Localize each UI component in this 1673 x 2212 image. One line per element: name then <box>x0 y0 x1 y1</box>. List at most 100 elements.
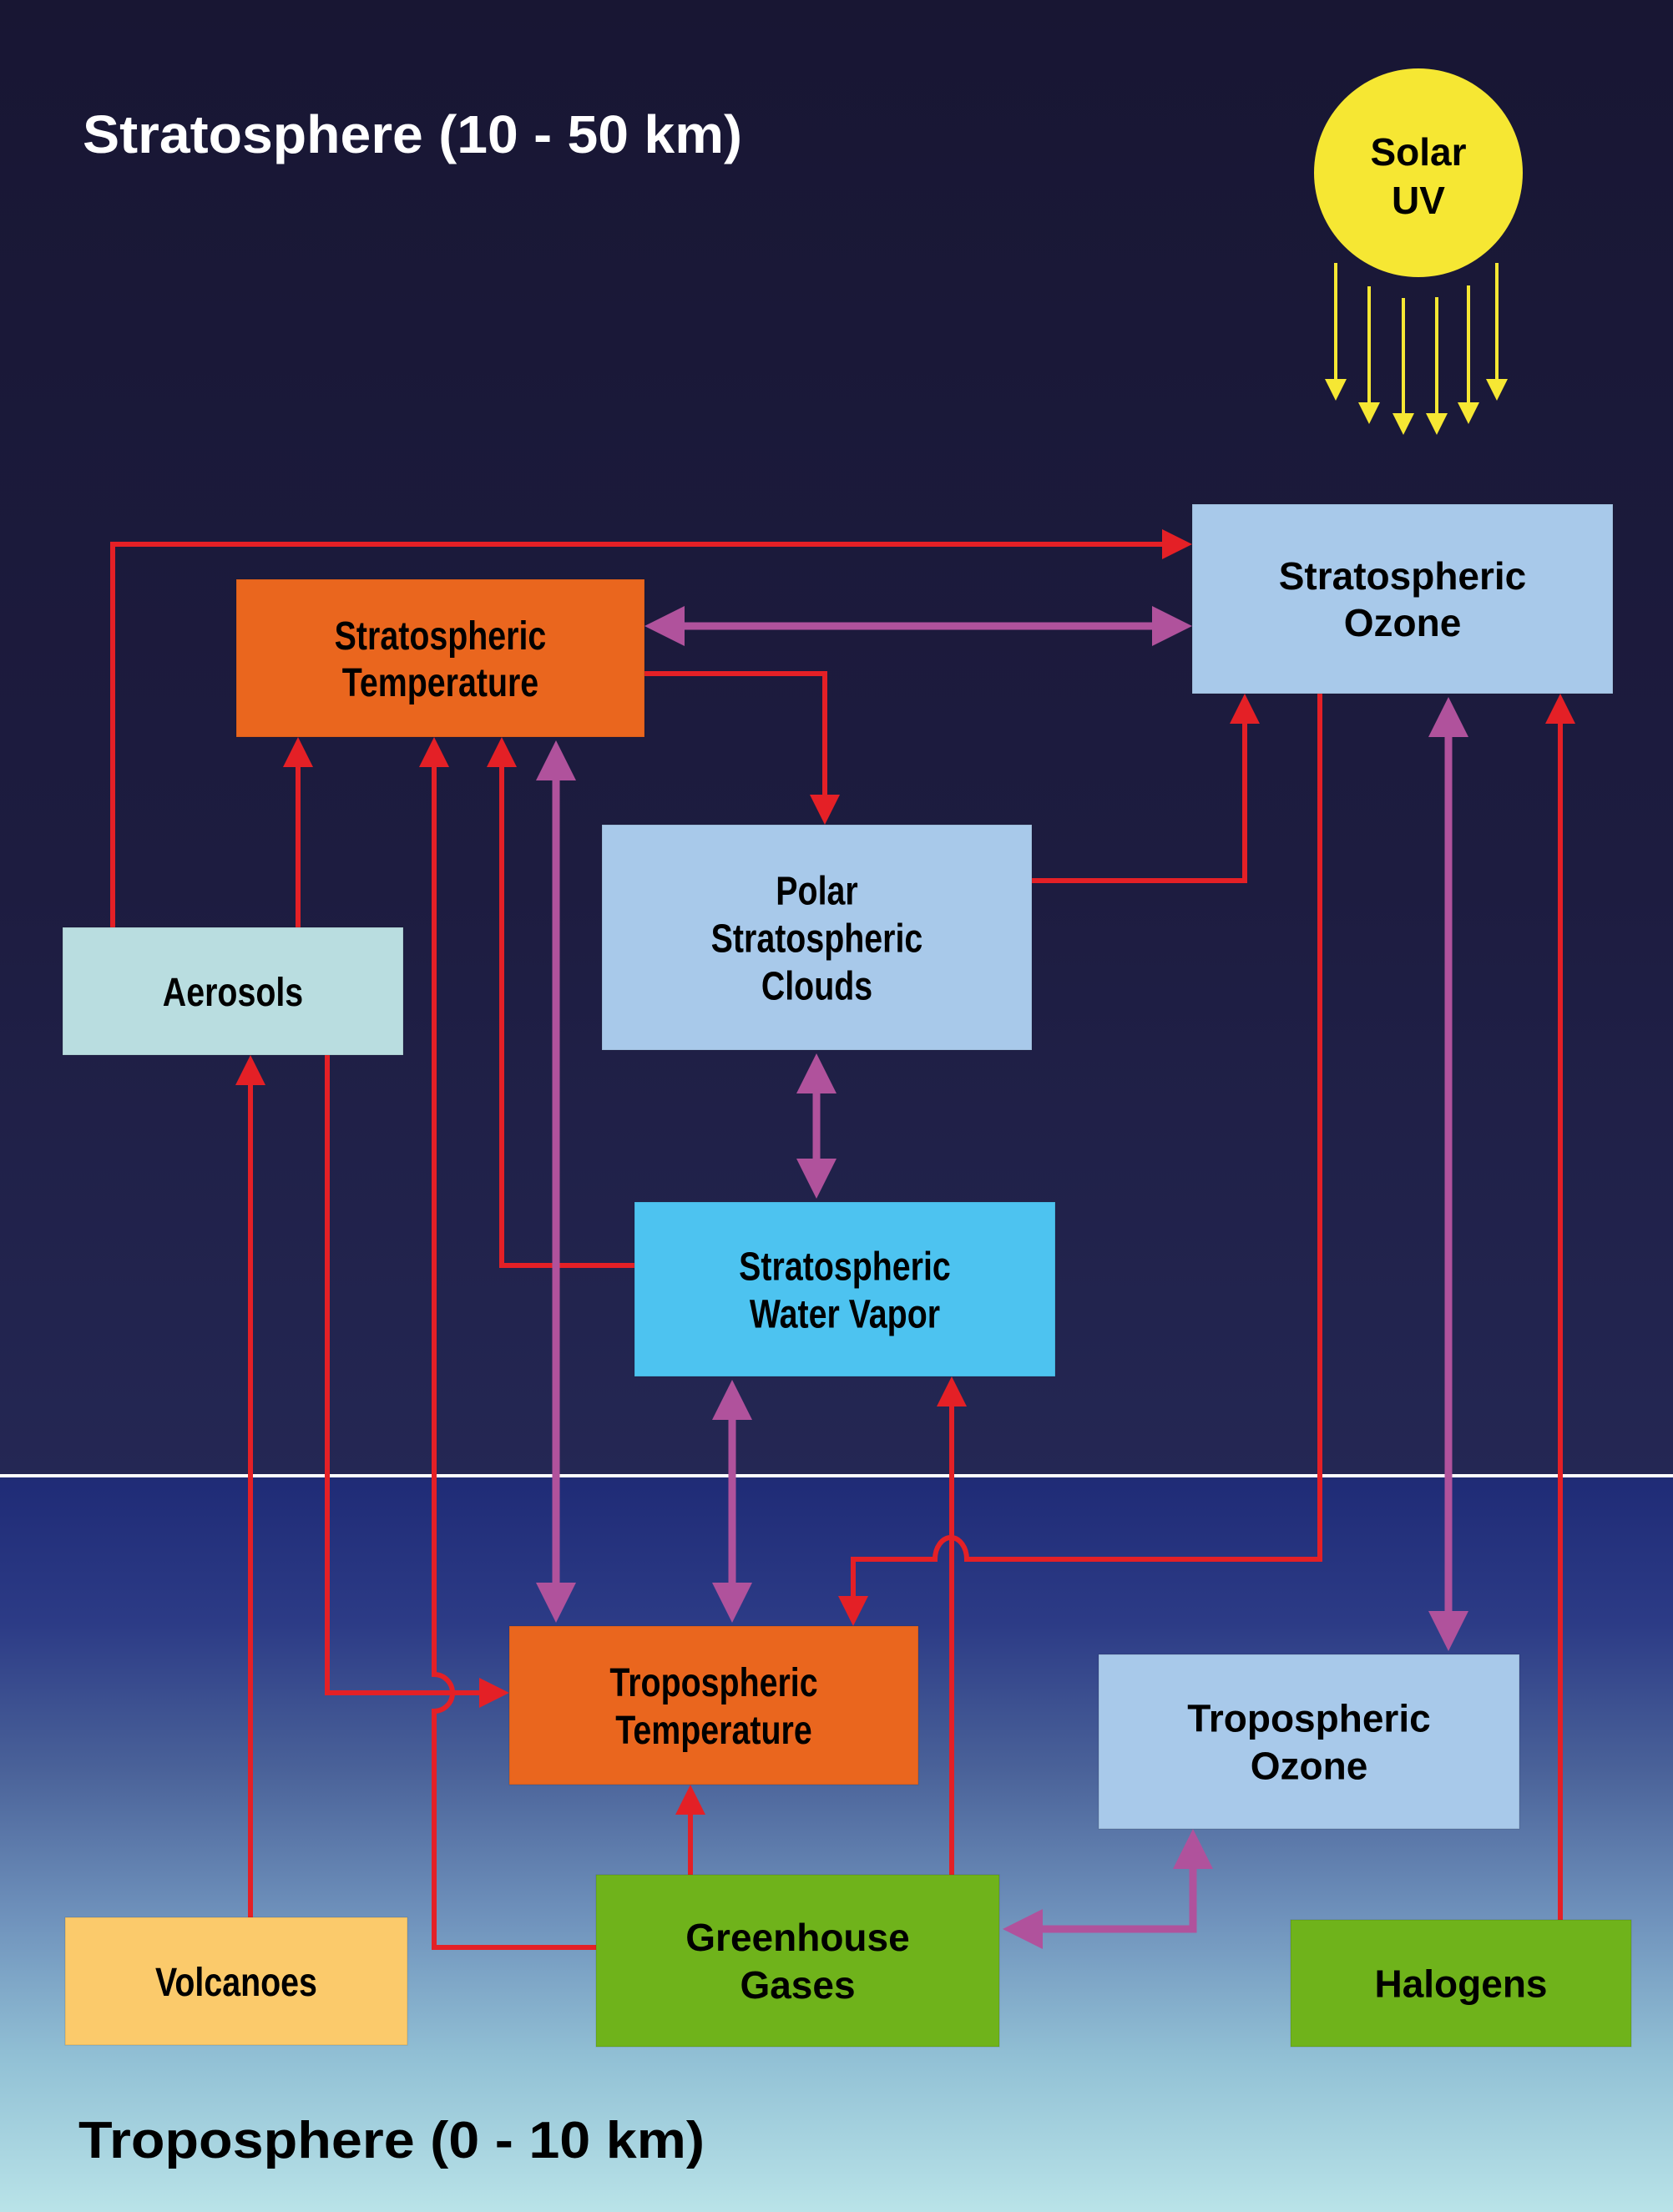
edge-line <box>644 671 827 796</box>
node-aerosols: Aerosols <box>62 927 404 1056</box>
node-box <box>508 1625 919 1785</box>
node-label: Stratospheric <box>1279 554 1527 598</box>
arrowhead <box>283 737 313 767</box>
arrowhead <box>1230 694 1260 724</box>
edge-strat-water-trop-temp <box>712 1380 752 1623</box>
arrowhead <box>1173 1829 1213 1869</box>
node-label: Polar <box>776 869 857 914</box>
arrowhead <box>536 740 576 780</box>
node-label: Tropospheric <box>1187 1697 1430 1740</box>
node-label: Water Vapor <box>750 1292 940 1337</box>
node-box <box>62 927 404 1056</box>
edge-line <box>851 694 1322 1596</box>
uv-ray-arrow <box>1458 285 1479 424</box>
edge-line <box>325 1055 481 1695</box>
uv-ray-arrow <box>1392 298 1414 435</box>
edge-aerosols-to-strat-ozone <box>110 529 1192 927</box>
node-label: Temperature <box>615 1708 811 1753</box>
arrowhead <box>536 1583 576 1623</box>
edge-halogens-to-strat-ozone <box>1545 694 1575 1920</box>
edge-psc-to-strat-ozone <box>1032 694 1260 883</box>
edge-strat-temp-trop-temp <box>536 740 576 1623</box>
edges-layer <box>110 529 1575 1950</box>
stratosphere-title: Stratosphere (10 - 50 km) <box>83 104 742 164</box>
arrowhead <box>235 1055 265 1085</box>
uv-ray-arrow <box>1426 297 1448 435</box>
troposphere-title: Troposphere (0 - 10 km) <box>78 2112 705 2169</box>
nodes-layer: StratosphericTemperatureStratosphericOzo… <box>62 503 1632 2048</box>
arrowhead <box>1152 606 1192 646</box>
node-box <box>235 578 645 738</box>
edge-strat-temp-strat-ozone <box>644 606 1192 646</box>
uv-ray-arrow <box>1325 263 1347 401</box>
node-halogens: Halogens <box>1290 1919 1632 2048</box>
edge-line <box>1041 1867 1197 1933</box>
arrowhead <box>1428 697 1468 737</box>
edge-psc-strat-water <box>796 1053 836 1199</box>
arrowhead <box>838 1596 868 1626</box>
node-label: Stratospheric <box>335 614 547 659</box>
arrowhead <box>644 606 685 646</box>
node-label: Clouds <box>761 964 872 1009</box>
node-box <box>64 1917 408 2046</box>
arrowhead <box>419 737 449 767</box>
solar-uv-sun <box>1314 68 1523 277</box>
edge-strat-ozone-to-trop-temp <box>838 694 1322 1626</box>
arrowhead <box>479 1678 509 1708</box>
arrowhead <box>810 795 840 825</box>
edge-strat-ozone-trop-ozone <box>1428 697 1468 1651</box>
node-box <box>1098 1654 1520 1830</box>
edge-ghg-to-trop-temp <box>675 1785 705 1875</box>
node-label: Aerosols <box>163 970 303 1015</box>
node-label: Tropospheric <box>609 1660 817 1705</box>
arrowhead <box>796 1053 836 1093</box>
uv-ray-arrow <box>1358 286 1380 424</box>
arrowhead <box>937 1376 967 1406</box>
node-label: Temperature <box>342 660 538 705</box>
edge-aerosols-to-trop-temp <box>325 1055 509 1708</box>
node-label: Stratospheric <box>739 1245 951 1290</box>
node-box <box>595 1874 1000 2048</box>
arrowhead <box>1545 694 1575 724</box>
troposphere-background <box>0 1476 1673 2212</box>
node-label: Ozone <box>1251 1745 1368 1788</box>
arrowhead <box>1162 529 1192 559</box>
node-volcanoes: Volcanoes <box>64 1917 408 2046</box>
edge-strat-water-to-strat-temp <box>487 737 634 1268</box>
node-label: Volcanoes <box>155 1960 317 2005</box>
node-label: Gases <box>740 1963 855 2007</box>
solar-uv-label: Solar <box>1370 130 1466 174</box>
arrowhead <box>796 1159 836 1199</box>
arrowhead <box>712 1583 752 1623</box>
arrowhead <box>1428 1611 1468 1651</box>
uv-ray-arrow <box>1486 263 1508 401</box>
edge-line <box>1032 722 1247 883</box>
node-box <box>634 1201 1056 1377</box>
arrowhead <box>1003 1909 1043 1949</box>
edge-line <box>110 542 1164 927</box>
node-box <box>1290 1919 1632 2048</box>
node-label: Halogens <box>1374 1962 1547 2006</box>
node-label: Stratospheric <box>711 917 923 962</box>
edge-strat-temp-to-psc <box>644 671 840 825</box>
edge-volcanoes-to-aerosols <box>235 1055 265 1917</box>
edge-ghg-trop-ozone <box>1003 1829 1213 1949</box>
edge-aerosols-to-strat-temp <box>283 737 313 927</box>
arrowhead <box>712 1380 752 1420</box>
arrowhead <box>675 1785 705 1815</box>
solar-uv-label: UV <box>1392 179 1445 222</box>
edge-ghg-to-strat-water <box>937 1376 967 1875</box>
node-box <box>601 824 1033 1051</box>
node-label: Ozone <box>1344 601 1462 644</box>
arrowhead <box>487 737 517 767</box>
